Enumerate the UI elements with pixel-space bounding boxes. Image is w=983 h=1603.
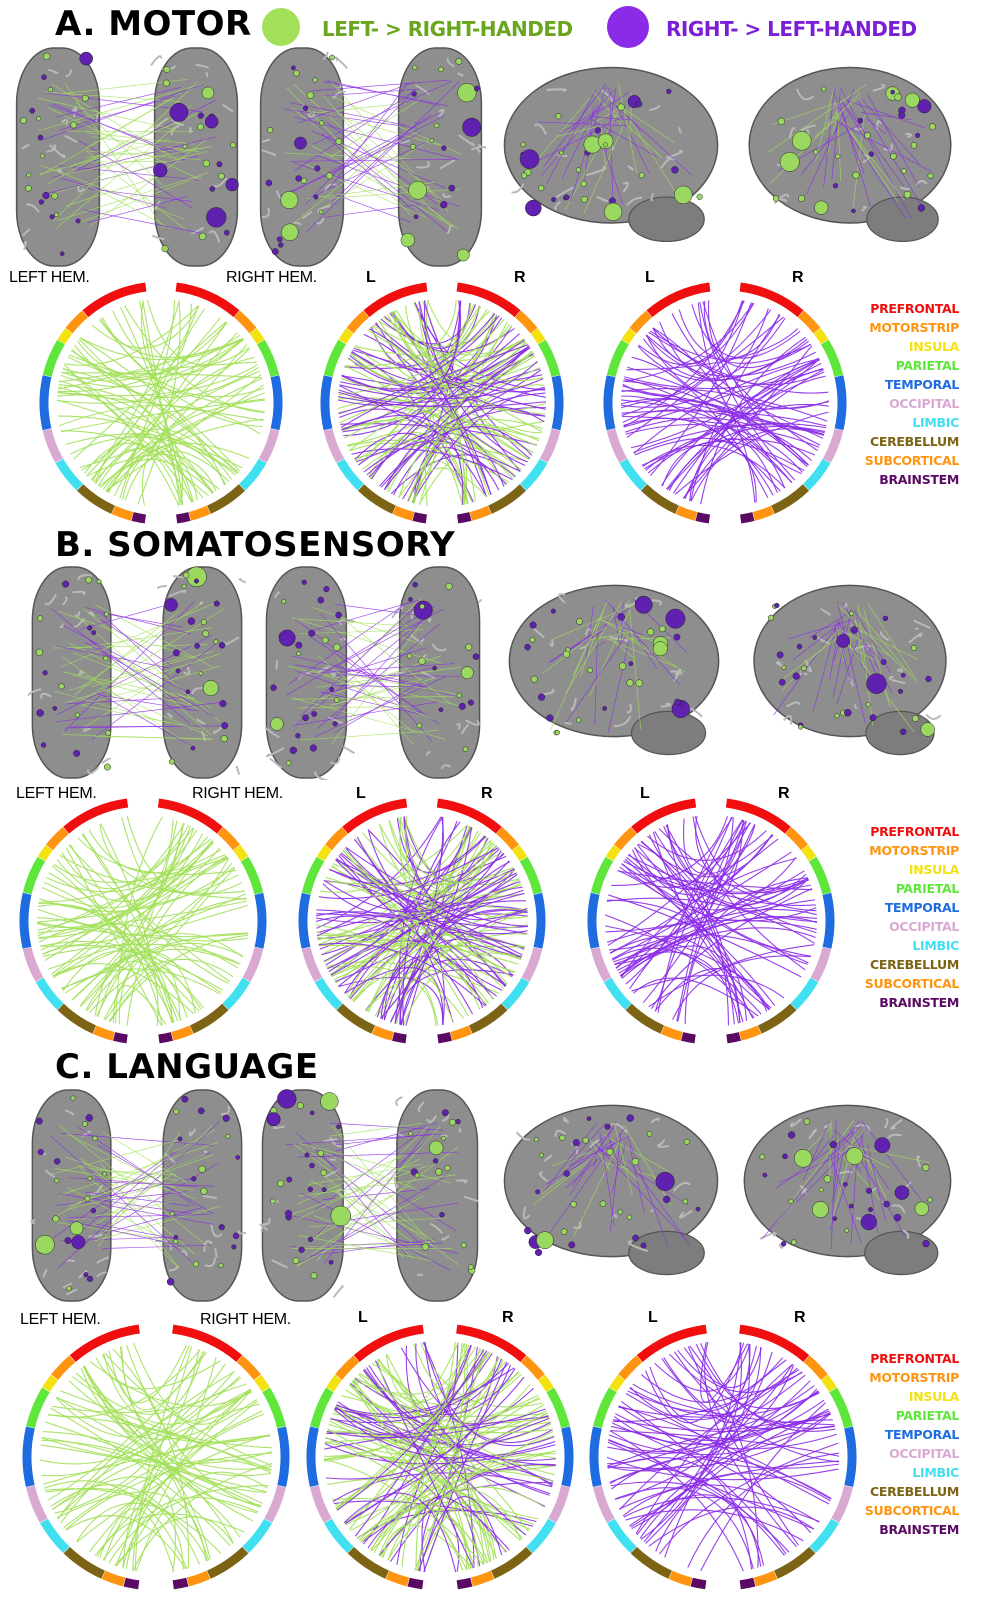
region-label: TEMPORAL (833, 375, 959, 394)
region-label: SUBCORTICAL (833, 1501, 959, 1520)
region-label: PREFRONTAL (833, 1349, 959, 1368)
brain-render (28, 1088, 246, 1303)
region-label: OCCIPITAL (833, 917, 959, 936)
brain-axial-view (28, 1088, 246, 1303)
section-title-language: C. LANGUAGE (55, 1047, 319, 1087)
region-label: PREFRONTAL (833, 822, 959, 841)
region-label: CEREBELLUM (833, 1482, 959, 1501)
region-label: CEREBELLUM (833, 955, 959, 974)
chord-render (586, 1322, 860, 1592)
chord-diagram-combined (304, 280, 580, 526)
section-title-motor: A. MOTOR (55, 4, 252, 44)
region-label: SUBCORTICAL (833, 974, 959, 993)
brain-render (28, 565, 246, 780)
brain-sagittal-view (745, 62, 955, 247)
region-label: TEMPORAL (833, 1425, 959, 1444)
brain-sagittal-view (750, 580, 950, 760)
region-label: INSULA (833, 1387, 959, 1406)
region-label: LIMBIC (833, 1463, 959, 1482)
brain-render (500, 62, 722, 247)
brain-sagittal-view (500, 1100, 722, 1280)
brain-render (256, 46, 486, 268)
region-label: CEREBELLUM (833, 432, 959, 451)
region-label: BRAINSTEM (833, 993, 959, 1012)
chord-diagram-combined (298, 1322, 582, 1592)
region-legend: PREFRONTAL MOTORSTRIP INSULA PARIETAL TE… (833, 1349, 959, 1539)
region-label: MOTORSTRIP (833, 318, 959, 337)
brain-render (740, 1100, 955, 1280)
chord-diagram-left-to-right (12, 796, 274, 1046)
brain-sagittal-view (740, 1100, 955, 1280)
chord-diagram-right-to-left (587, 280, 863, 526)
section-title-somatosensory: B. SOMATOSENSORY (55, 525, 455, 565)
brain-render (505, 580, 723, 760)
brain-render (500, 1100, 722, 1280)
chord-render (587, 280, 863, 526)
chord-diagram-left-to-right (18, 1322, 294, 1592)
region-label: PREFRONTAL (833, 299, 959, 318)
region-label: MOTORSTRIP (833, 841, 959, 860)
legend-right-dot (607, 6, 649, 48)
region-label: BRAINSTEM (833, 470, 959, 489)
brain-sagittal-view (505, 580, 723, 760)
brain-render (258, 1088, 482, 1303)
region-legend: PREFRONTAL MOTORSTRIP INSULA PARIETAL TE… (833, 822, 959, 1012)
brain-render (750, 580, 950, 760)
chord-diagram-right-to-left (571, 796, 851, 1046)
region-label: TEMPORAL (833, 898, 959, 917)
region-label: PARIETAL (833, 1406, 959, 1425)
chord-render (23, 280, 299, 526)
region-label: BRAINSTEM (833, 1520, 959, 1539)
chord-render (298, 1322, 582, 1592)
brain-render (262, 565, 484, 780)
brain-render (745, 62, 955, 247)
chord-render (286, 796, 558, 1046)
chord-render (18, 1322, 294, 1592)
brain-axial-view (262, 565, 484, 780)
region-label: INSULA (833, 337, 959, 356)
chord-render (571, 796, 851, 1046)
legend-right-label: RIGHT- > LEFT-HANDED (666, 17, 917, 41)
brain-sagittal-view (500, 62, 722, 247)
legend-left-label: LEFT- > RIGHT-HANDED (322, 17, 573, 41)
region-label: INSULA (833, 860, 959, 879)
chord-diagram-combined (286, 796, 558, 1046)
brain-axial-view (256, 46, 486, 268)
legend-left-dot (262, 8, 300, 46)
chord-diagram-right-to-left (586, 1322, 860, 1592)
region-label: SUBCORTICAL (833, 451, 959, 470)
region-label: OCCIPITAL (833, 394, 959, 413)
brain-axial-view (28, 565, 246, 780)
chord-render (12, 796, 274, 1046)
region-label: PARIETAL (833, 356, 959, 375)
region-legend: PREFRONTAL MOTORSTRIP INSULA PARIETAL TE… (833, 299, 959, 489)
region-label: LIMBIC (833, 413, 959, 432)
brain-render (12, 46, 242, 268)
chord-diagram-left-to-right (23, 280, 299, 526)
brain-axial-view (258, 1088, 482, 1303)
chord-render (304, 280, 580, 526)
region-label: PARIETAL (833, 879, 959, 898)
region-label: MOTORSTRIP (833, 1368, 959, 1387)
region-label: OCCIPITAL (833, 1444, 959, 1463)
region-label: LIMBIC (833, 936, 959, 955)
brain-axial-view (12, 46, 242, 268)
